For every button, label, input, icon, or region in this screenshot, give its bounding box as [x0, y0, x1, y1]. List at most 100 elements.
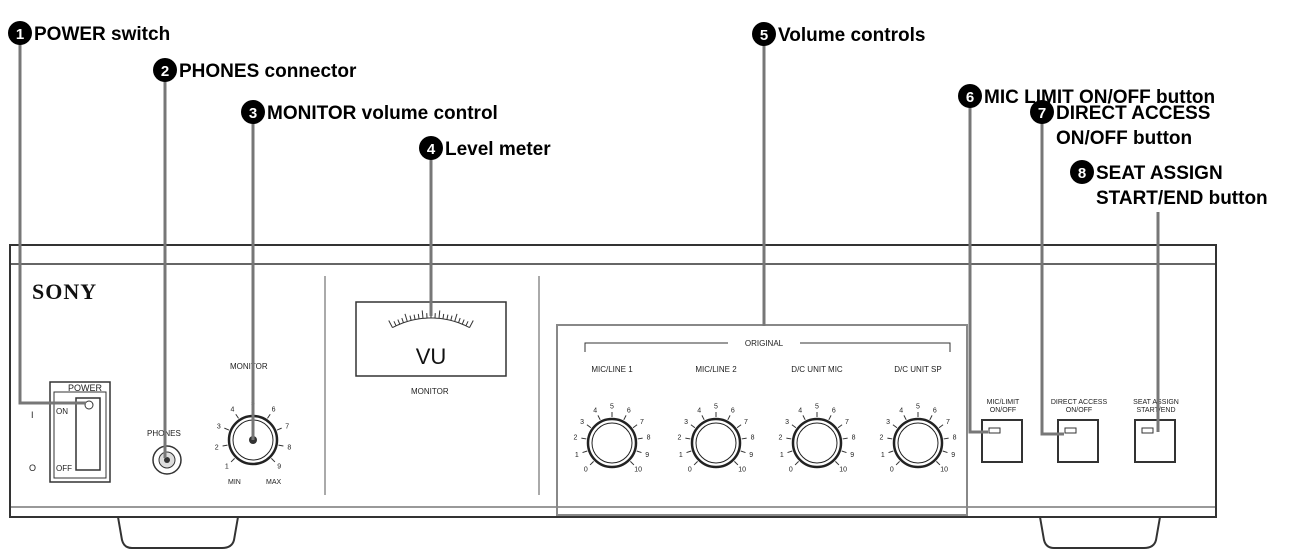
seat-assign-button[interactable]	[1134, 419, 1176, 463]
vu-tick	[454, 313, 458, 322]
channel-1-knob-dial-rim	[591, 422, 633, 464]
callout-badge-7	[1030, 100, 1054, 124]
channel-2-knob-dial[interactable]	[690, 417, 742, 469]
channel-2-knob-scale-label: 5	[714, 404, 718, 411]
channel-2-knob-scale-label: 0	[688, 467, 692, 474]
channel-2-knob-tick	[701, 415, 705, 421]
power-rocker[interactable]	[75, 397, 101, 471]
channel-3-knob-scale-label: 3	[785, 419, 789, 426]
channel-3-knob-tick	[841, 450, 847, 454]
callout-5: 5 Volume controls	[752, 22, 925, 46]
leader-7	[1040, 120, 1064, 436]
mic-limit-button[interactable]	[981, 419, 1023, 463]
channel-3-knob-tick	[794, 461, 799, 466]
vu-scale	[388, 310, 474, 329]
channel-label-2: MIC/LINE 2	[695, 365, 737, 374]
channel-4-knob-dial[interactable]	[892, 417, 944, 469]
callout-label-8a: SEAT ASSIGN	[1096, 163, 1223, 184]
channel-2-knob-dial-rim	[695, 422, 737, 464]
monitor-knob-min: MIN	[228, 479, 241, 486]
mic-limit-led	[988, 427, 1001, 434]
vu-caption: MONITOR	[411, 387, 449, 396]
channel-1-knob-tick	[597, 415, 601, 421]
channel-4-knob-scale-label: 9	[951, 452, 955, 459]
callout-label-2: PHONES connector	[179, 61, 357, 82]
channel-1-knob-dial[interactable]	[586, 417, 638, 469]
channel-4-knob-scale-label: 6	[933, 408, 937, 415]
channel-2-knob-scale-label: 9	[749, 452, 753, 459]
vu-tick	[397, 319, 401, 325]
channel-3-knob-scale-label: 0	[789, 467, 793, 474]
monitor-knob-tick	[276, 427, 282, 431]
mic-limit-label-1: MIC/LIMIT	[987, 399, 1020, 406]
callout-label-3: MONITOR volume control	[267, 103, 498, 124]
channel-2-knob-scale-label: 8	[751, 435, 755, 442]
callout-badge-num-6: 6	[966, 89, 974, 106]
channel-3-knob-scale-label: 1	[780, 452, 784, 459]
vu-tick	[413, 314, 416, 320]
channel-1-knob-scale-label: 0	[584, 467, 588, 474]
channel-3-knob-scale-label: 7	[845, 419, 849, 426]
channel-3-knob-scale-label: 4	[798, 408, 802, 415]
channel-1-knob-scale-label: 4	[593, 408, 597, 415]
mic-limit-button-group[interactable]: MIC/LIMIT ON/OFF	[981, 399, 1023, 463]
monitor-knob-title: MONITOR	[230, 362, 268, 371]
channel-2-knob-scale-label: 6	[731, 408, 735, 415]
channel-label-4: D/C UNIT SP	[894, 365, 941, 374]
callout-badge-3	[241, 100, 265, 124]
channel-2-knob-scale-label: 7	[744, 419, 748, 426]
vu-face-label: VU	[416, 344, 447, 369]
seat-assign-label-2: START/END	[1136, 407, 1175, 414]
channel-2-knob-scale-label: 3	[684, 419, 688, 426]
seat-assign-led	[1141, 427, 1154, 434]
vu-tick	[446, 314, 449, 320]
channel-2-knob-tick	[740, 450, 746, 454]
vu-tick	[465, 321, 469, 327]
callout-badge-8	[1070, 160, 1094, 184]
channel-1-knob-tick	[623, 415, 627, 421]
channel-3-knob-dial[interactable]	[791, 417, 843, 469]
power-on-label: ON	[56, 407, 68, 416]
channel-3-knob-scale-label: 10	[839, 467, 847, 474]
direct-access-button-group[interactable]: DIRECT ACCESS ON/OFF	[1051, 399, 1108, 463]
channel-1-knob-scale-label: 5	[610, 404, 614, 411]
channel-4-knob-scale-label: 10	[940, 467, 948, 474]
callout-badge-2	[153, 58, 177, 82]
channel-4-knob-tick	[929, 415, 933, 421]
seat-assign-button-group[interactable]: SEAT ASSIGN START/END	[1133, 399, 1179, 463]
vu-tick	[461, 319, 465, 325]
channel-2-knob-scale-label: 1	[679, 452, 683, 459]
channel-3-knob-tick	[835, 461, 840, 466]
channel-4-knob-scale-label: 2	[880, 435, 884, 442]
left-foot	[117, 516, 239, 549]
channel-4-knob-tick	[892, 424, 898, 429]
channel-4-knob-tick	[936, 461, 941, 466]
channel-1-knob-tick	[637, 437, 643, 440]
channel-1-knob-tick	[586, 424, 592, 429]
volume-controls-box	[556, 324, 968, 516]
callout-badge-num-4: 4	[427, 141, 436, 158]
vu-tick	[417, 313, 420, 319]
original-bracket	[584, 342, 951, 352]
callout-label-7a: DIRECT ACCESS	[1056, 103, 1210, 124]
brand-logo: SONY	[32, 279, 97, 304]
monitor-knob-tick	[267, 413, 271, 419]
channel-2-knob-scale-label: 10	[738, 467, 746, 474]
power-switch[interactable]: I O POWER ON OFF	[29, 381, 111, 483]
channel-label-1: MIC/LINE 1	[591, 365, 633, 374]
monitor-knob-scale-label: 3	[217, 423, 221, 430]
monitor-knob-scale-label: 9	[277, 464, 281, 471]
channel-3-knob-tick	[791, 424, 797, 429]
channel-1-knob-tick	[581, 437, 587, 440]
power-off-label: OFF	[56, 464, 72, 473]
channel-4-knob-scale-label: 4	[899, 408, 903, 415]
monitor-knob-tick	[222, 444, 228, 447]
power-switch-frame	[49, 381, 111, 483]
channel-2-knob-tick	[686, 450, 692, 454]
direct-access-button[interactable]	[1057, 419, 1099, 463]
